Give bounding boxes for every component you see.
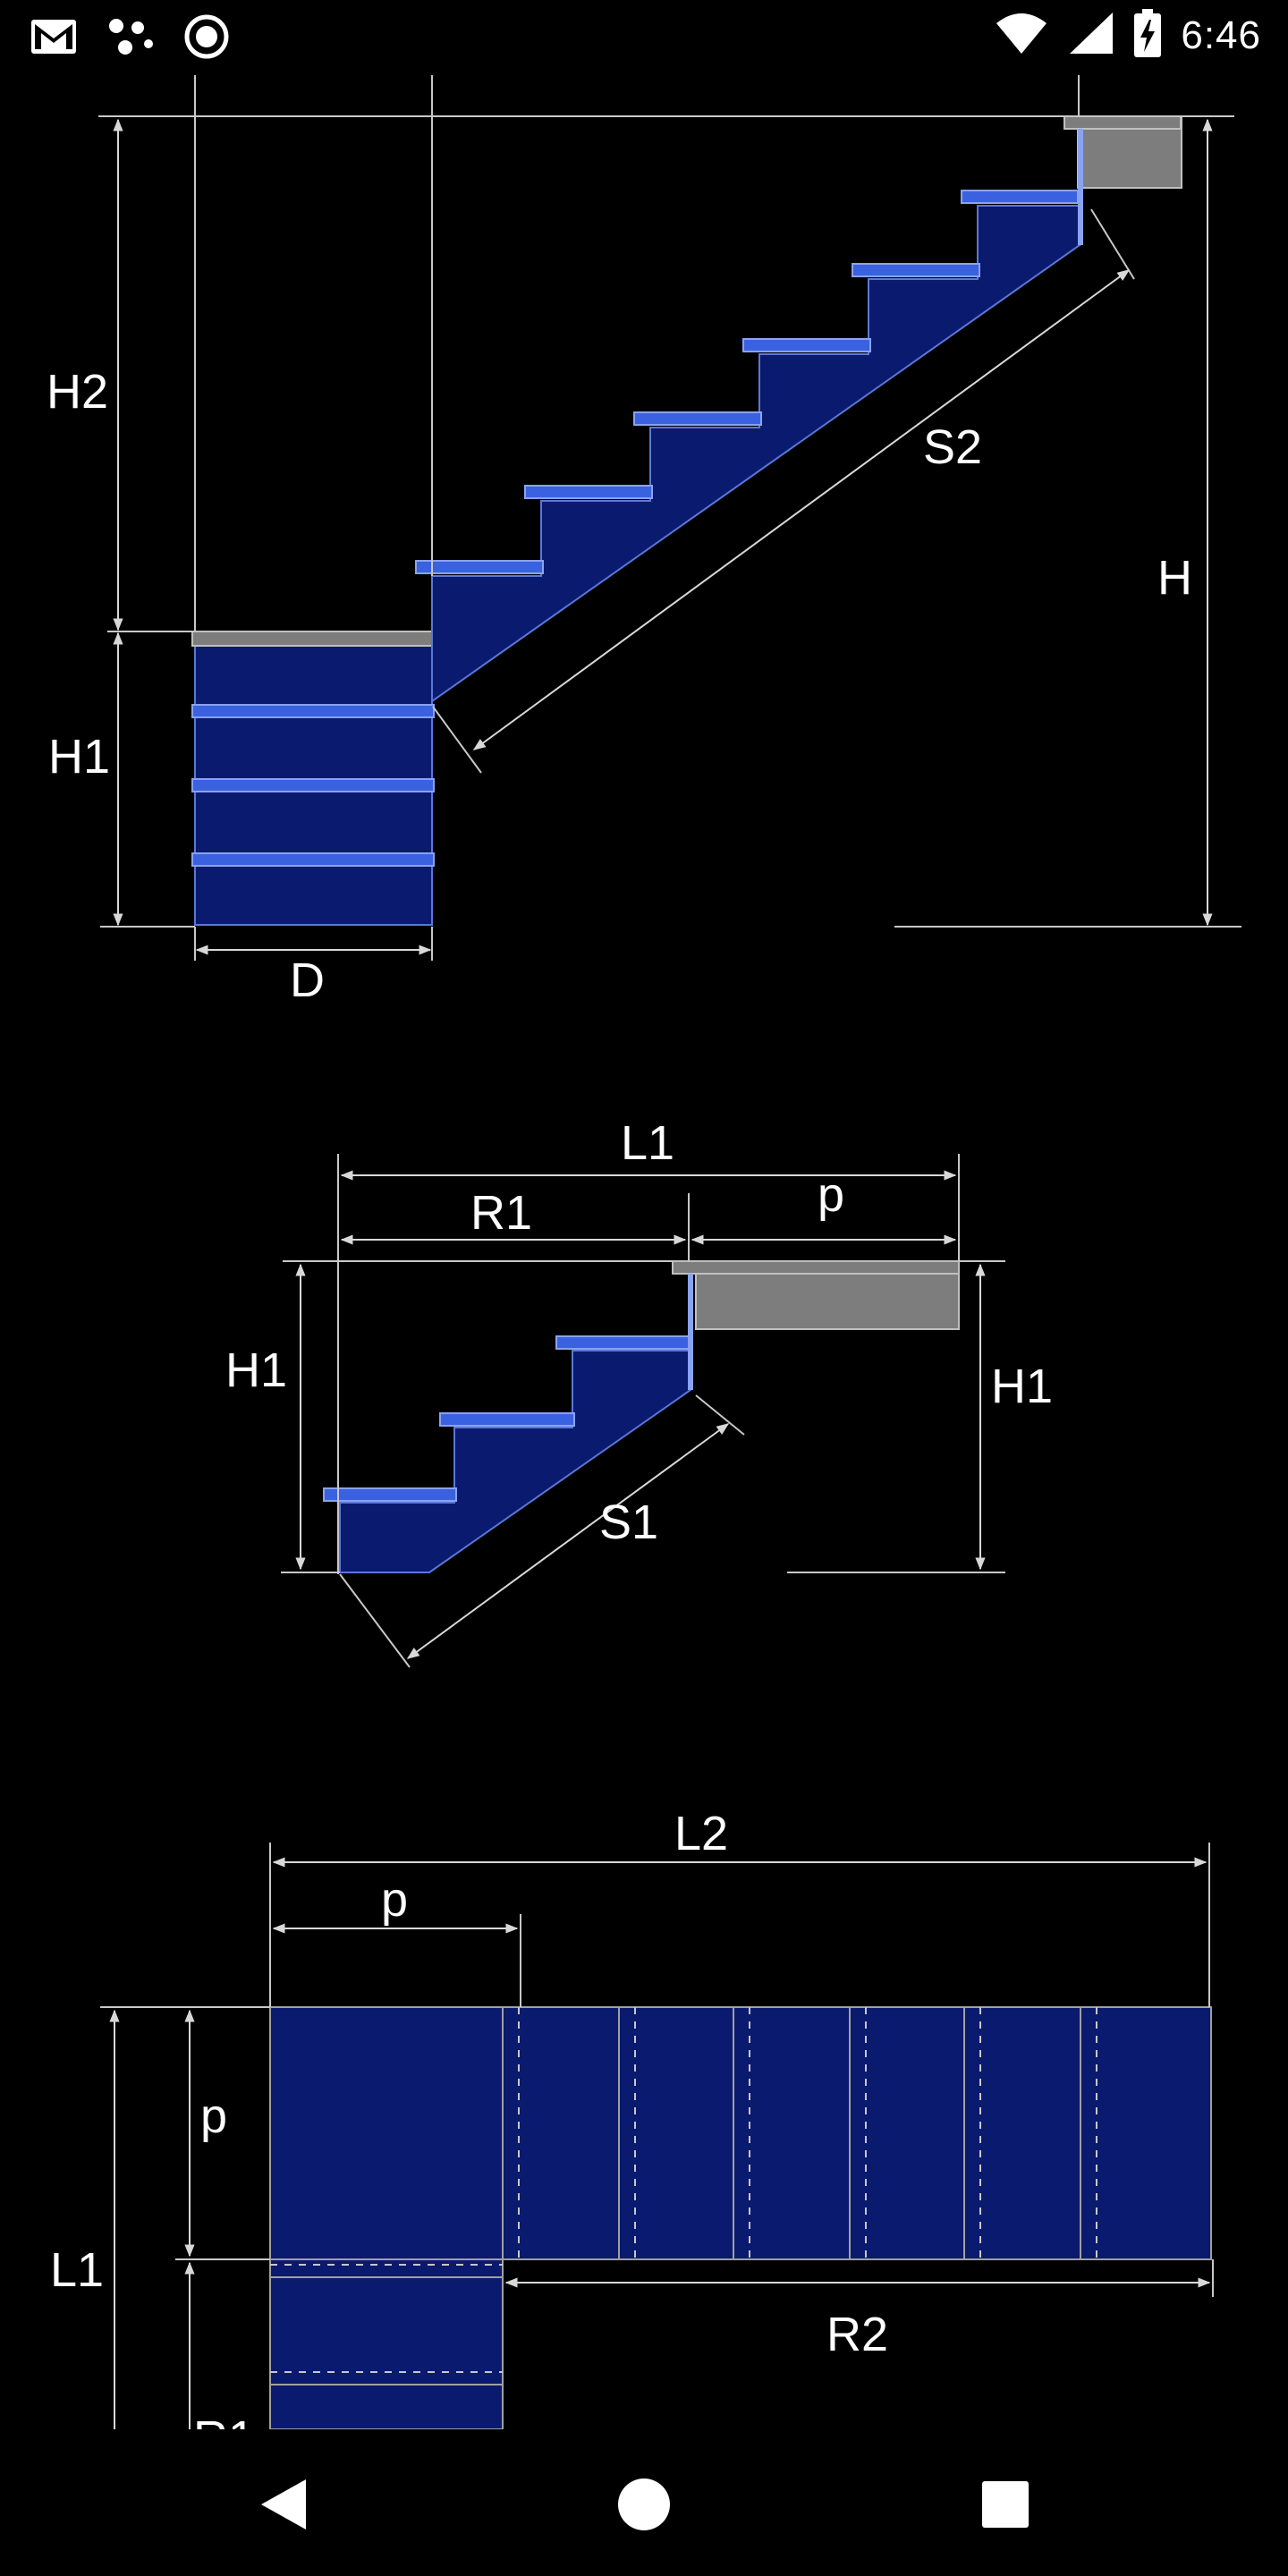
label-h1-left: H1: [225, 1343, 287, 1397]
home-button[interactable]: [601, 2462, 687, 2547]
home-icon: [618, 2479, 670, 2530]
signal-icon: [1068, 11, 1114, 60]
dogleg-elevation-diagram: H2 H1 H S2 D: [47, 75, 1241, 1007]
staircase-diagrams: H2 H1 H S2 D: [0, 75, 1288, 2429]
label-s2: S2: [923, 420, 982, 474]
flight-1-tread-2: [439, 1412, 575, 1427]
plan-upper-flight: [502, 2006, 1212, 2260]
battery-charging-icon: [1134, 9, 1162, 62]
plan-lower-flight: [269, 2258, 504, 2429]
label-s1: S1: [599, 1496, 658, 1549]
back-icon: [261, 2479, 306, 2529]
upper-flight-stringer: [431, 205, 1083, 703]
label-r2: R2: [826, 2308, 888, 2361]
plan-landing: [269, 2006, 504, 2260]
label-d: D: [290, 953, 325, 1007]
upper-tread-3: [633, 411, 762, 426]
back-button[interactable]: [240, 2462, 326, 2547]
label-h1-right: H1: [991, 1360, 1053, 1413]
top-landing-nosing: [1063, 115, 1182, 130]
recents-icon: [982, 2481, 1029, 2528]
label-p-top: p: [381, 1873, 408, 1927]
status-bar: 6:46: [0, 0, 1288, 75]
single-flight-elevation-diagram: L1 R1 p H1 H1 S1: [225, 1116, 1053, 1668]
upper-tread-1: [415, 560, 544, 574]
lower-tread-3: [191, 852, 435, 867]
label-p-left: p: [200, 2089, 227, 2143]
status-time: 6:46: [1181, 13, 1261, 57]
lower-tread-2: [191, 778, 435, 792]
landing-block: [695, 1264, 960, 1330]
wifi-icon: [995, 11, 1048, 60]
label-r1: R1: [470, 1186, 532, 1240]
dots-icon: [107, 17, 154, 61]
label-p: p: [818, 1168, 844, 1222]
label-h2: H2: [47, 365, 108, 419]
flight-1-tread-1: [323, 1487, 457, 1502]
label-l2: L2: [674, 1807, 728, 1860]
label-l1-plan: L1: [50, 2243, 104, 2297]
recents-button[interactable]: [962, 2462, 1048, 2547]
upper-tread-6: [961, 190, 1079, 204]
label-h: H: [1157, 551, 1192, 605]
label-l1: L1: [621, 1116, 674, 1170]
flight-1-tread-3: [555, 1335, 691, 1350]
plan-view-diagram: L2 p p L1 R2 R1: [50, 1807, 1214, 2429]
lower-tread-1: [191, 704, 435, 718]
navigation-bar: [0, 2429, 1288, 2576]
label-h1: H1: [48, 730, 110, 784]
label-r1-plan: R1: [193, 2411, 255, 2429]
record-icon: [184, 14, 229, 64]
gmail-icon: [30, 19, 77, 59]
mid-landing: [191, 631, 433, 647]
landing-nosing: [672, 1260, 960, 1275]
upper-tread-4: [742, 338, 871, 352]
upper-tread-5: [852, 263, 980, 277]
upper-tread-2: [524, 485, 653, 499]
